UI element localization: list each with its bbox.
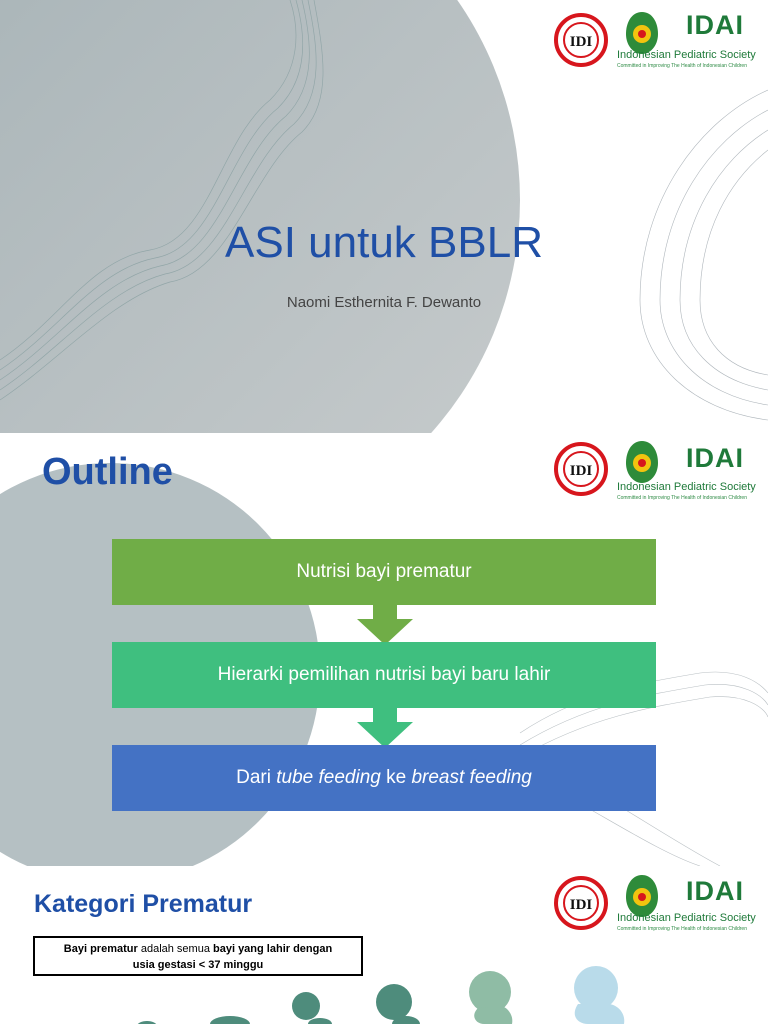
svg-text:IDI: IDI (570, 34, 593, 50)
idai-emblem-icon (626, 12, 658, 54)
idai-tagline: Committed in Improving The Health of Ind… (617, 926, 747, 932)
idi-emblem-icon: IDI (554, 876, 608, 930)
kategori-slide: Kategori Prematur IDI IDAI Indonesian Pe… (0, 866, 768, 1024)
outline-item-3: Dari tube feeding ke breast feeding (112, 745, 656, 811)
idai-wordmark: IDAI (686, 443, 744, 473)
idai-name: Indonesian Pediatric Society (617, 912, 756, 924)
idai-name: Indonesian Pediatric Society (617, 481, 756, 493)
fetus-figure-1 (137, 1021, 157, 1024)
svg-text:IDI: IDI (570, 897, 593, 913)
fetus-figure-4 (376, 984, 420, 1024)
slide-title: Outline (42, 451, 173, 493)
idai-tagline: Committed in Improving The Health of Ind… (617, 495, 747, 501)
svg-text:IDI: IDI (570, 463, 593, 479)
idi-emblem-icon: IDI (554, 13, 608, 67)
idai-emblem-icon (626, 441, 658, 483)
slide-title: Kategori Prematur (34, 890, 253, 918)
outline-item-label: Hierarki pemilihan nutrisi bayi baru lah… (217, 664, 551, 685)
fetus-figure-3 (292, 992, 332, 1024)
fetus-figure-6 (574, 966, 625, 1024)
gray-circle-shape (0, 0, 520, 433)
idai-wordmark: IDAI (686, 876, 744, 906)
fetus-figure-5 (469, 971, 513, 1024)
idi-emblem-icon: IDI (554, 442, 608, 496)
outline-slide: Outline IDI IDAI Indonesian Pediatric So… (0, 433, 768, 866)
wave-mesh-right (639, 89, 768, 421)
title-slide: IDI IDAI Indonesian Pediatric Society Co… (0, 0, 768, 433)
outline-item-label: Nutrisi bayi prematur (296, 561, 472, 582)
outline-item-1: Nutrisi bayi prematur (112, 539, 656, 605)
idai-wordmark: IDAI (686, 10, 744, 40)
fetus-figure-2 (210, 1016, 250, 1024)
wave-mesh-left (0, 0, 324, 401)
background-decoration (0, 0, 768, 433)
definition-box: Bayi prematur adalah semua bayi yang lah… (33, 936, 363, 976)
slide-title: ASI untuk BBLR (225, 218, 543, 267)
idai-emblem-icon (626, 875, 658, 917)
outline-item-label: Dari tube feeding ke breast feeding (236, 767, 532, 788)
idai-name: Indonesian Pediatric Society (617, 49, 756, 61)
fetus-illustrations (137, 966, 625, 1024)
idai-tagline: Committed in Improving The Health of Ind… (617, 63, 747, 69)
outline-item-2: Hierarki pemilihan nutrisi bayi baru lah… (112, 642, 656, 708)
author-name: Naomi Esthernita F. Dewanto (286, 294, 482, 311)
